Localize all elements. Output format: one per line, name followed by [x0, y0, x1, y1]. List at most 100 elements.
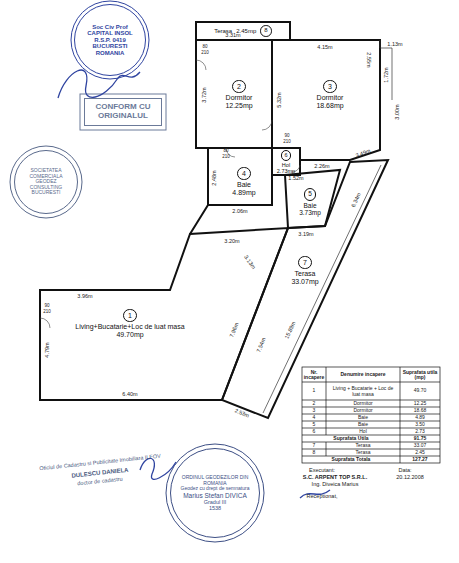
room-number: 7	[298, 256, 311, 269]
table-cell: 91.75	[401, 436, 439, 442]
room-label: 1Living+Bucatarie+Loc de luat masa49.70m…	[55, 303, 205, 345]
door-size: 90	[44, 304, 49, 309]
door-swing	[262, 120, 272, 130]
area-table-grid	[302, 367, 440, 463]
signature	[140, 458, 176, 479]
dimension: 2.26m	[314, 163, 329, 169]
company-stamp: SOCIETATEA COMERCIALAGEODEZ CONSULTINGBU…	[14, 150, 78, 214]
table-cell: 6	[303, 429, 325, 435]
dimension: 2.55m	[366, 52, 372, 67]
dimension: 1.13m	[387, 41, 402, 47]
table-cell: Suprafata Utila	[303, 436, 399, 442]
stamp-ring	[71, 1, 149, 79]
dimension: 3.72m	[201, 87, 207, 102]
node-text: 4.89mp	[232, 189, 255, 197]
surveyor-stamp: ORDINUL GEODEZILOR DIN ROMANIAGeodez cu …	[170, 448, 260, 538]
table-cell: 2.45	[401, 450, 439, 456]
dimension: 4.79m	[44, 342, 50, 357]
signature	[58, 70, 140, 98]
terrace-railing	[263, 40, 392, 413]
dimension: 5.32m	[276, 92, 282, 107]
stamp-ring	[10, 146, 82, 218]
room-label: 3Dormitor18.68mp	[290, 75, 370, 115]
room-walls	[40, 22, 388, 418]
room-walls	[40, 228, 288, 400]
door-swing	[40, 318, 50, 328]
node-text: Living+Bucatarie+Loc de luat masa	[75, 323, 184, 331]
table-cell: Baie	[328, 422, 398, 428]
room-label: 6Hol2.73mp	[273, 148, 299, 176]
dimension: 7.96m	[228, 322, 239, 338]
room-walls	[222, 160, 388, 418]
node-text: CAPITAL INSOL	[87, 30, 132, 37]
room-walls	[196, 40, 272, 148]
room-walls	[285, 170, 340, 228]
table-cell: 3.50	[401, 422, 439, 428]
node-text: Dormitor	[317, 94, 344, 102]
node-text: SOCIETATEA COMERCIALA	[21, 168, 71, 179]
table-cell: Nr. incapere	[303, 369, 325, 380]
room-walls	[272, 148, 300, 175]
room-label: 7Terasa33.07mp	[278, 252, 332, 290]
stamp-ring	[10, 1, 264, 542]
table-cell: 4	[303, 415, 325, 421]
table-cell: 4.89	[401, 415, 439, 421]
table-cell: 5	[303, 422, 325, 428]
door-swing	[196, 60, 206, 70]
room-walls	[196, 22, 290, 40]
note: Executant:	[309, 467, 335, 473]
table-cell: Denumire incapere	[328, 372, 398, 378]
table-cell: Hol	[328, 429, 398, 435]
room-number: 1	[123, 309, 136, 322]
dimension: 15.89m	[283, 320, 296, 339]
company-stamp: Soc Civ ProfCAPITAL INSOLR.S.P. 0419BUCU…	[74, 4, 146, 76]
node-text: BUCURESTI	[32, 190, 61, 196]
node-text: ROMANIA	[96, 50, 125, 57]
node-text: Geodez cu drept de semnatura	[181, 486, 250, 492]
dimension: 4.15m	[317, 44, 332, 50]
stamp-ring	[80, 94, 166, 130]
area-table-grid	[302, 367, 440, 463]
dimension: 6.34m	[350, 192, 362, 208]
node-text: R.S.P. 0419	[94, 37, 126, 44]
door-size: 80	[202, 45, 207, 50]
dimension: 7.54m	[255, 337, 266, 353]
node-text: Gradul III	[204, 499, 227, 505]
table-cell: Terasa	[328, 450, 398, 456]
node-text: Marius Stefan DIVICA	[183, 492, 247, 499]
note: S.C. ARPENT TOP S.R.L.	[303, 474, 367, 480]
room-label: Terasa2.45mp8	[198, 23, 288, 39]
node-text: 3.73mp	[299, 209, 321, 216]
room-number: 5	[304, 188, 316, 200]
dimension: 1.52m	[288, 175, 303, 181]
area-table-grid	[326, 367, 400, 463]
door-size: 210	[283, 140, 291, 145]
dimension: 3.49m	[355, 148, 371, 159]
door-size: 210	[222, 155, 230, 160]
table-cell: 2	[303, 401, 325, 407]
table-cell: 127.27	[401, 457, 439, 463]
table-cell: 7	[303, 443, 325, 449]
node-text: ORDINUL GEODEZILOR DIN ROMANIA	[177, 475, 253, 486]
room-number: 4	[237, 167, 250, 180]
table-cell: 18.68	[401, 408, 439, 414]
signature	[58, 70, 330, 498]
dimension: 3.19m	[298, 231, 313, 237]
door-size: 210	[201, 51, 209, 56]
table-cell: 1	[303, 388, 325, 394]
node-text: Terasa	[294, 270, 315, 278]
table-cell: Dormitor	[328, 401, 398, 407]
dimension: 3.31m	[225, 32, 240, 38]
room-label: 5Baie3.73mp	[292, 184, 328, 220]
note: Ing. Diveica Marius	[312, 481, 359, 487]
room-number: 3	[323, 80, 336, 93]
note: Receptionat,	[307, 493, 338, 499]
node-text: CONFORM CU ORIGINALUL	[87, 103, 159, 121]
door-size: 90	[284, 134, 289, 139]
dimension: 2.06m	[232, 208, 247, 214]
room-number: 8	[260, 25, 272, 37]
door-swing	[40, 60, 300, 328]
node-text: BUCURESTI	[92, 43, 127, 50]
room-walls	[190, 175, 285, 234]
